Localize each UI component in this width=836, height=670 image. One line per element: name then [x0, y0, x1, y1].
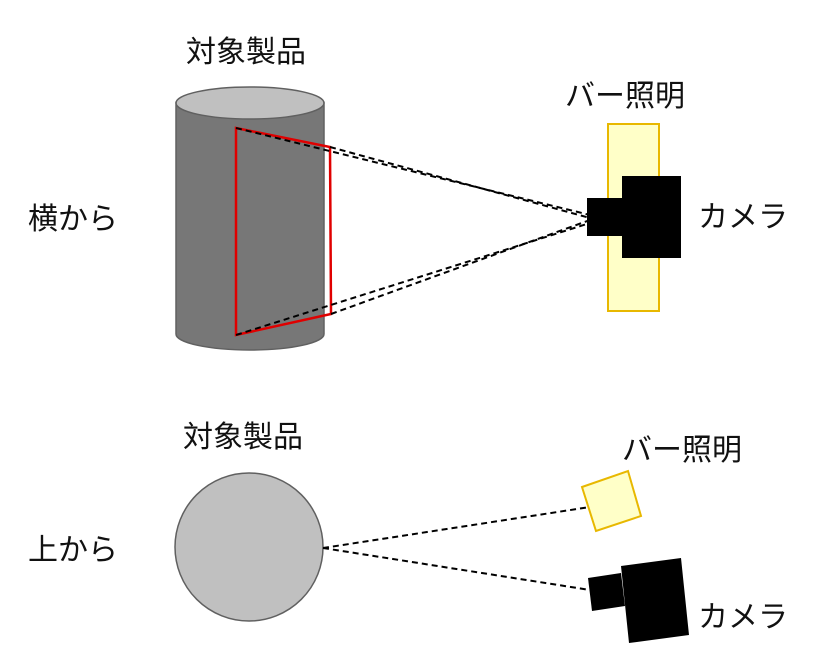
view-line	[329, 146, 591, 219]
camera-line	[322, 547, 591, 591]
top-light-label: バー照明	[622, 433, 742, 468]
top-camera-label: カメラ	[698, 600, 788, 635]
side-camera-label: カメラ	[698, 200, 788, 235]
side-view: 横から 対象製品 バー照明 カメラ	[28, 35, 788, 351]
top-product-label: 対象製品	[183, 420, 303, 455]
side-product-label: 対象製品	[186, 35, 306, 70]
view-line	[235, 222, 591, 336]
cylinder-product	[175, 86, 325, 351]
top-camera	[588, 558, 689, 643]
side-light-label: バー照明	[565, 79, 685, 114]
top-view: 上から 対象製品 バー照明 カメラ	[28, 420, 788, 643]
camera-body	[621, 558, 689, 643]
top-view-lines	[322, 506, 591, 591]
light-line	[322, 506, 591, 549]
top-bar-light	[580, 469, 643, 533]
view-line	[235, 127, 591, 216]
side-camera	[587, 176, 681, 258]
camera-lens	[587, 198, 625, 236]
cylinder-top	[175, 86, 325, 120]
view-line	[330, 219, 591, 315]
side-view-caption: 横から	[28, 202, 118, 237]
top-view-caption: 上から	[28, 533, 118, 568]
product-disc	[174, 472, 324, 622]
side-view-lines	[235, 127, 591, 336]
camera-body	[622, 176, 681, 258]
camera-lens	[588, 573, 625, 611]
cylinder-body	[175, 102, 325, 351]
